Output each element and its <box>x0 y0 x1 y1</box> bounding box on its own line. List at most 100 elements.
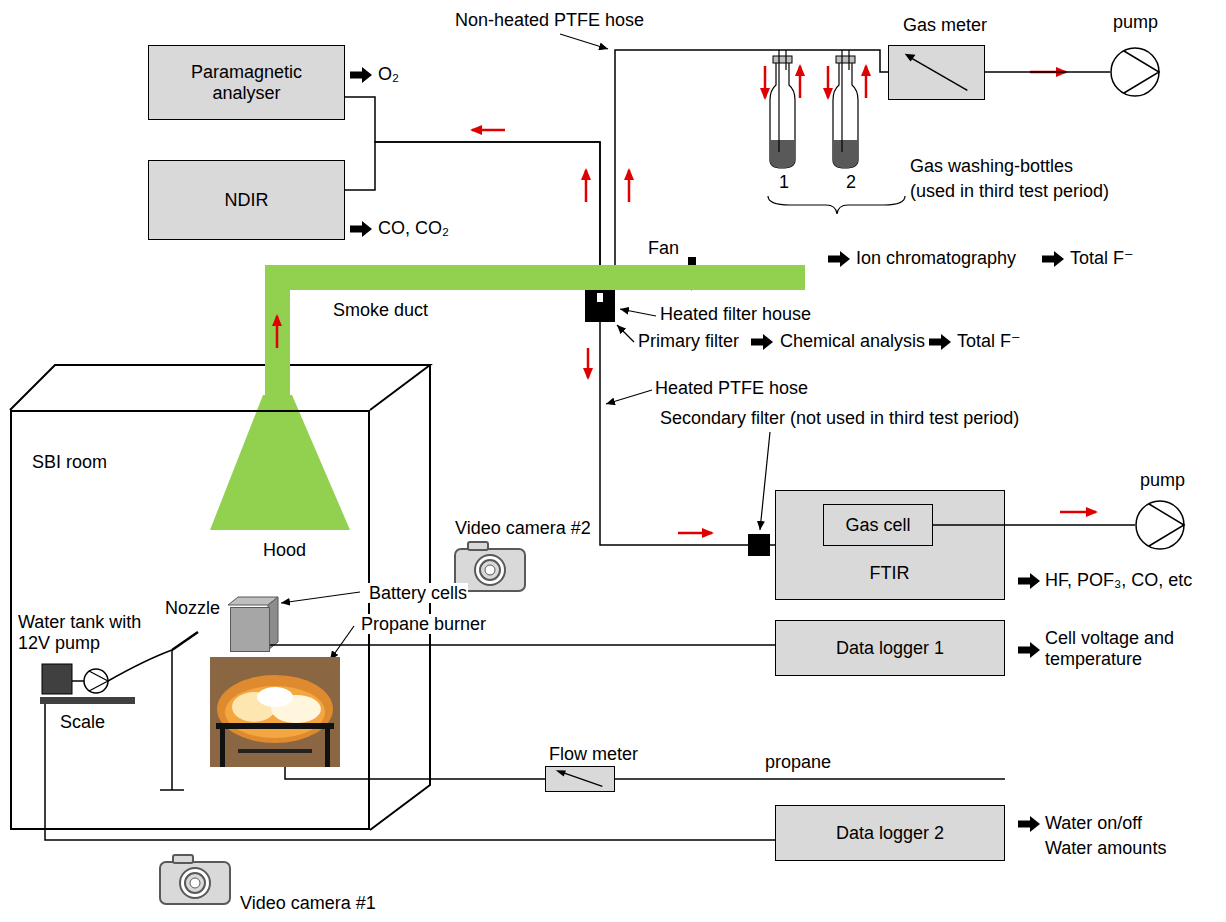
burner-shape <box>210 657 340 767</box>
nozzle-stand <box>172 632 198 650</box>
output-label: Total F⁻ <box>957 331 1021 351</box>
washing-bottle <box>773 56 792 63</box>
flowmeter-shape <box>556 770 566 776</box>
smoke-duct: Smoke duct <box>265 265 805 290</box>
part-label: propane <box>765 752 831 772</box>
label-holder: Battery cells <box>368 583 468 604</box>
filterhouse-shape <box>585 290 615 322</box>
result-arrow <box>350 221 372 237</box>
data-logger: Data logger 1 <box>775 620 1005 676</box>
signal-wire <box>45 704 775 840</box>
label-holder: Heated filter house <box>660 304 811 325</box>
sbi-room-outline <box>10 365 430 830</box>
leader-line <box>617 325 634 342</box>
burner-shape <box>220 729 225 767</box>
ftir-box: FTIR Gas cell <box>775 490 1005 600</box>
burner-shape <box>325 729 330 767</box>
signal-wire <box>270 644 775 646</box>
label-holder: propane <box>765 752 831 773</box>
part-label: Hood <box>263 540 306 560</box>
flow-arrow <box>764 66 767 98</box>
washing-bottle <box>833 140 858 168</box>
flow-arrow <box>1060 511 1096 514</box>
video-camera <box>475 555 505 585</box>
video-camera <box>480 560 500 580</box>
flow-arrow <box>472 129 505 132</box>
label-holder: Flow meter <box>549 744 638 765</box>
label-holder: Total F⁻ <box>1070 248 1134 269</box>
label-holder: Water on/off <box>1045 813 1142 834</box>
gas-meter: Gas meter <box>888 45 985 100</box>
output-label: Water on/off <box>1045 813 1142 833</box>
sbi-room-outline <box>10 365 430 410</box>
node-label: Secondary filter (not used in third test… <box>660 408 1019 428</box>
sample-line <box>345 97 600 265</box>
pump-shape <box>1110 47 1160 97</box>
method-label: Chemical analysis <box>780 331 925 351</box>
video-camera <box>160 855 230 904</box>
video-camera <box>485 565 495 575</box>
label-holder: Heated PTFE hose <box>655 378 808 399</box>
node-label: SBI room <box>32 452 107 472</box>
smoke-duct-drawing <box>210 395 350 530</box>
propane-burner: Propane burner <box>210 657 340 767</box>
flow-meter: Flow meter <box>545 766 615 792</box>
label-holder: Secondary filter (not used in third test… <box>660 408 1019 429</box>
node-label: FTIR <box>870 563 910 583</box>
sample-line <box>345 142 600 265</box>
node-label: Gas meter <box>903 15 987 35</box>
label-holder: CO, CO₂ <box>378 218 449 239</box>
flow-arrow <box>276 316 279 348</box>
label-holder: Gas washing-bottles <box>910 156 1073 177</box>
flow-arrow <box>799 66 802 98</box>
part-label: Video camera #2 <box>455 518 591 538</box>
scale: Scale <box>40 697 135 704</box>
callout-number: 2 <box>846 172 856 192</box>
video-camera <box>173 855 193 863</box>
node-label: Battery cells <box>368 583 468 603</box>
washing-bottle <box>836 56 855 63</box>
pump-shape <box>1135 500 1185 550</box>
pump-shape <box>1136 501 1184 549</box>
analyser-box: Paramagnetic analyser <box>148 45 345 120</box>
flow-arrow <box>277 66 1096 533</box>
label-holder: pump <box>1113 12 1158 33</box>
label-holder: Video camera #2 <box>455 518 591 539</box>
nozzle-stand <box>171 650 173 790</box>
hose-label: Heated PTFE hose <box>655 378 808 398</box>
node-label: Gas cell <box>845 515 910 536</box>
label-holder: Scale <box>60 712 105 733</box>
label-holder: Ion chromatography <box>856 248 1016 269</box>
label-holder: Gas meter <box>903 15 987 36</box>
flow-arrow <box>865 66 868 98</box>
water-tank <box>84 669 108 693</box>
washing-bottle <box>841 50 842 152</box>
heated-hose <box>600 322 748 545</box>
node-label: NDIR <box>225 190 269 211</box>
flow-arrow <box>678 532 712 535</box>
label-holder: O₂ <box>378 64 399 85</box>
label-holder: 1 <box>779 172 789 193</box>
bottle-bracket <box>768 196 905 214</box>
battery-faces <box>228 597 278 605</box>
node-label: Scale <box>60 712 105 732</box>
label-holder: FTIR <box>776 563 1003 584</box>
label-holder: Water tank with 12V pump <box>18 612 158 654</box>
flow-arrow <box>1030 71 1066 74</box>
result-arrow <box>1042 251 1064 267</box>
note: (used in third test period) <box>910 181 1109 201</box>
label-holder: Hood <box>263 540 306 561</box>
label-holder: Non-heated PTFE hose <box>455 10 644 31</box>
label-holder: Water amounts <box>1045 838 1166 859</box>
pump-symbol: pump <box>1110 47 1160 97</box>
label-holder: Chemical analysis <box>780 331 925 352</box>
method-label: Ion chromatography <box>856 248 1016 268</box>
node-label: Flow meter <box>549 744 638 764</box>
flow-arrow <box>628 170 631 202</box>
flow-arrow <box>585 170 588 202</box>
ptfe-hose <box>615 50 888 265</box>
pump-shape <box>1124 51 1159 93</box>
gas-line <box>770 544 775 546</box>
